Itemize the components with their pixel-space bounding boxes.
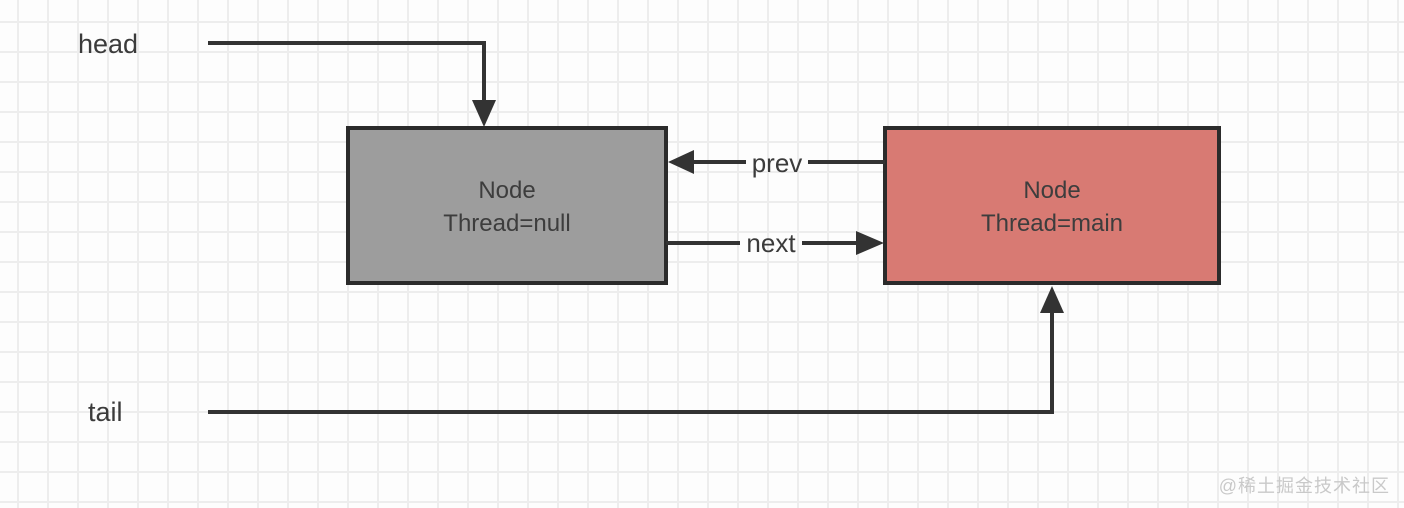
node-thread-null-title: Node xyxy=(478,177,535,204)
tail-label: tail xyxy=(88,397,123,427)
next-edge-label: next xyxy=(746,228,796,258)
node-thread-null-field: Thread=null xyxy=(443,210,570,237)
node-thread-null-box xyxy=(346,126,668,285)
prev-edge-label: prev xyxy=(752,148,803,178)
node-thread-null: Node Thread=null xyxy=(346,126,668,285)
head-arrow-line xyxy=(208,41,486,103)
node-thread-main-title: Node xyxy=(1023,177,1080,204)
head-label: head xyxy=(78,29,138,59)
node-thread-main-field: Thread=main xyxy=(981,210,1123,237)
node-thread-main-box xyxy=(883,126,1221,285)
prev-arrowhead-icon xyxy=(668,150,694,174)
tail-arrow-line xyxy=(208,310,1054,414)
next-edge: next xyxy=(666,228,884,258)
watermark: @稀土掘金技术社区 xyxy=(1218,476,1390,496)
tail-arrowhead-icon xyxy=(1040,286,1064,313)
prev-edge: prev xyxy=(668,148,885,178)
next-arrowhead-icon xyxy=(856,231,884,255)
node-thread-main: Node Thread=main xyxy=(883,126,1221,285)
head-arrowhead-icon xyxy=(472,100,496,127)
tail-pointer: tail xyxy=(88,286,1064,427)
head-pointer: head xyxy=(78,29,496,127)
